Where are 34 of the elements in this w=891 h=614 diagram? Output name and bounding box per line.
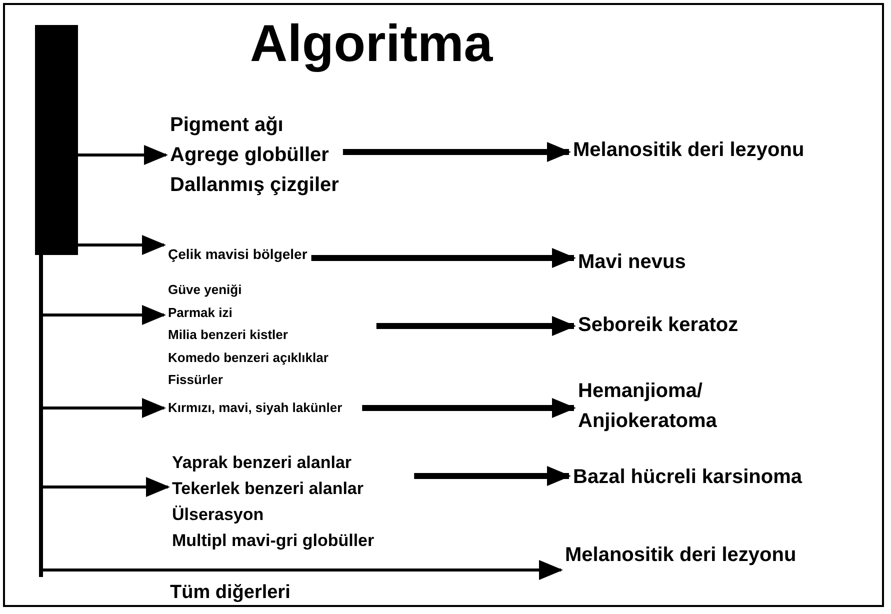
arrow (78, 305, 166, 325)
edge-label: Tüm diğerleri (170, 582, 290, 604)
node-text: Kırmızı, mavi, siyah lakünler (168, 399, 342, 417)
node-text: Tekerlek benzeri alanlar (172, 478, 365, 500)
node-text: Agrege globüller (170, 143, 330, 168)
arrow (78, 398, 166, 418)
arrow (78, 235, 166, 255)
node-text: Yaprak benzeri alanlar (172, 452, 353, 474)
node-text: Seboreik keratoz (578, 313, 738, 338)
arrow (414, 466, 571, 486)
arrow (376, 316, 576, 336)
title: Algoritma (250, 14, 493, 74)
node-text: Dallanmış çizgiler (170, 173, 339, 198)
arrow (342, 142, 571, 162)
node-text: Milia benzeri kistler (168, 326, 289, 344)
arrow (311, 248, 576, 268)
node-text: Komedo benzeri açıklıklar (168, 348, 328, 367)
node-text: Melanositik deri lezyonu (573, 138, 804, 163)
node-text: Hemanjioma/ Anjiokeratoma (578, 379, 718, 434)
node-text: Melanositik deri lezyonu (565, 543, 796, 568)
node-text: Fissürler (168, 371, 224, 389)
arrow (362, 398, 576, 418)
node-text: Mavi nevus (578, 250, 686, 275)
node-text: Pigment ağı (170, 113, 284, 138)
node-text: Multipl mavi-gri globüller (172, 530, 374, 552)
node-text: Parmak izi (168, 304, 234, 322)
node-text: Ülserasyon (172, 504, 265, 526)
arrow (78, 477, 170, 497)
arrow (78, 560, 563, 580)
node-text: Bazal hücreli karsinoma (573, 465, 802, 490)
node-text: Çelik mavisi bölgeler (168, 245, 308, 264)
node-text: Güve yeniği (168, 281, 243, 299)
vertical-bar (35, 25, 78, 575)
arrow (78, 145, 168, 165)
